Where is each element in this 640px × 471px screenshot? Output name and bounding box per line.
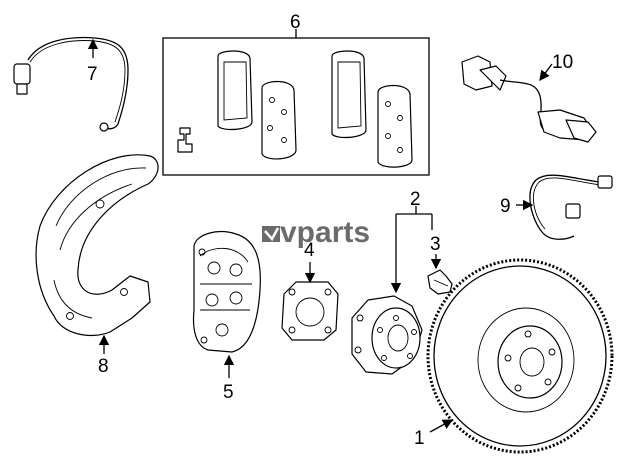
- callout-2: 2: [410, 189, 421, 210]
- brand-name: vparts: [280, 216, 370, 249]
- callout-9: 9: [500, 196, 511, 217]
- callout-labels: 6 7 10 9 2 3 4 8 5 1: [87, 12, 573, 449]
- brand-logo: vparts: [262, 216, 370, 249]
- hub-bolt[interactable]: [427, 269, 453, 295]
- brake-dust-shield[interactable]: [35, 154, 159, 337]
- hub-spacer-plate[interactable]: [281, 281, 339, 341]
- brake-rotor[interactable]: [426, 258, 614, 454]
- callout-6: 6: [290, 12, 301, 33]
- leader-lines: [87, 38, 553, 433]
- callout-4: 4: [304, 240, 315, 261]
- brake-caliper[interactable]: [192, 231, 261, 353]
- callout-10: 10: [552, 52, 573, 73]
- wheel-hub-bearing[interactable]: [351, 295, 423, 375]
- wheel-speed-sensor[interactable]: [529, 174, 613, 240]
- callout-8: 8: [98, 356, 109, 377]
- callout-7: 7: [87, 64, 98, 85]
- brake-pad-group[interactable]: [177, 50, 413, 168]
- callout-3: 3: [430, 234, 441, 255]
- sensor-bracket-assembly[interactable]: [461, 55, 597, 143]
- callout-5: 5: [223, 382, 234, 403]
- callout-1: 1: [414, 428, 425, 449]
- brake-pad-kit-box: [162, 29, 430, 176]
- wheel-speed-sensor-harness[interactable]: [13, 36, 129, 132]
